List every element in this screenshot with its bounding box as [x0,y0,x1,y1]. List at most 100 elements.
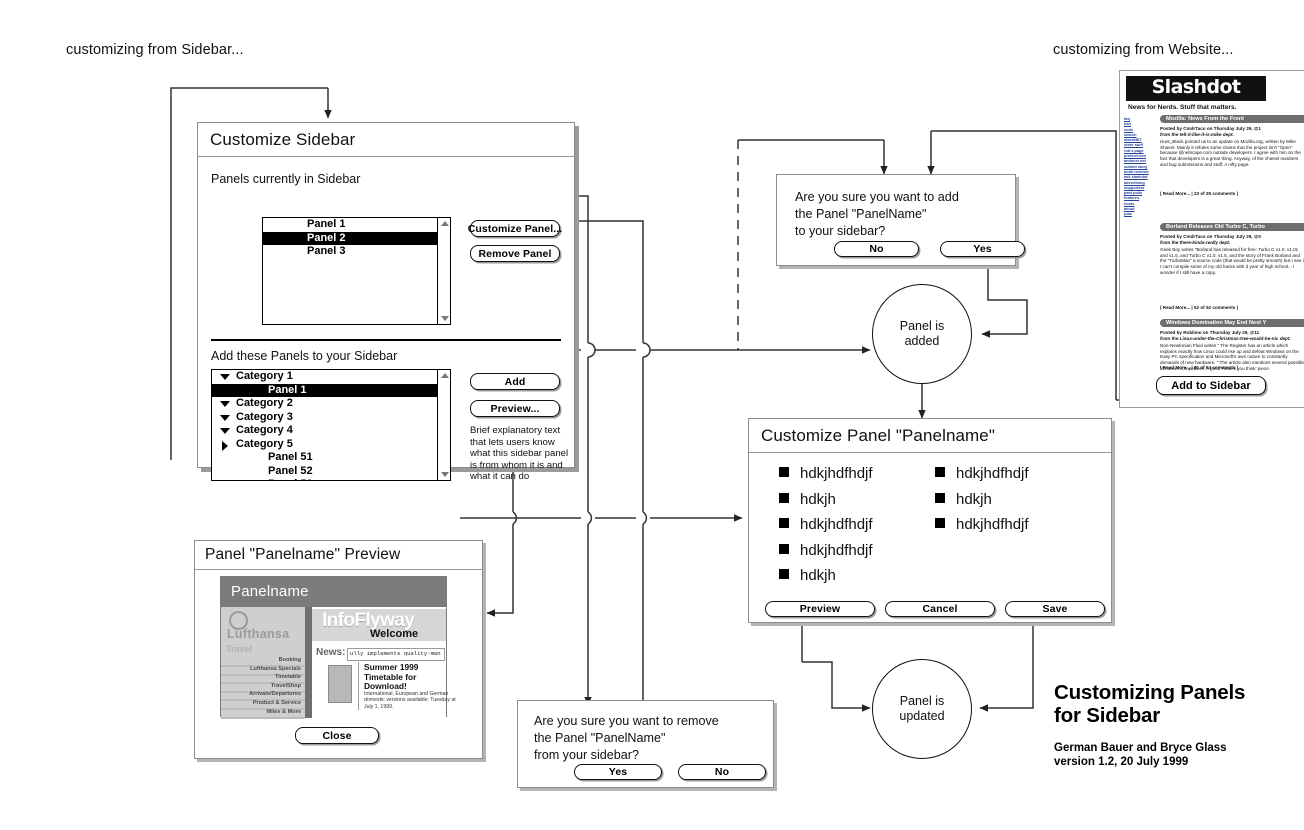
chevron-down-icon[interactable] [220,374,230,380]
slashdot-rail-link[interactable]: advertising [1124,179,1145,185]
customize-panel-option-right[interactable]: hdkjhdfhdjf [935,516,1029,533]
current-panel-row[interactable]: Panel 2 [263,231,437,245]
state-added-line1: Panel is [899,319,945,333]
category-row[interactable]: Category 5 [212,438,437,452]
lufthansa-nav-item[interactable]: Product & Service [252,700,301,706]
lufthansa-nav-item[interactable]: Lufthansa Specials [250,665,301,672]
customize-panel-option-right[interactable]: hdkjhdfhdjf [935,465,1029,482]
timetable-rule [358,662,359,710]
chevron-down-icon[interactable] [220,401,230,407]
current-panels-scrollbar[interactable] [437,218,450,324]
checkbox-checked-icon[interactable] [935,492,945,503]
lufthansa-nav-item[interactable]: Arrivals/Departures [249,691,301,698]
chevron-down-icon[interactable] [220,428,230,434]
checkbox-checked-icon[interactable] [779,492,789,503]
customize-panel-cancel-button[interactable]: Cancel [885,601,995,617]
category-row[interactable]: Category 3 [212,411,437,425]
timetable-headline: Summer 1999 Timetable for Download! [364,662,419,692]
slashdot-rail-link[interactable]: older stuff [1124,142,1144,148]
scroll-up-icon[interactable] [440,373,449,378]
available-panel-row[interactable]: Panel 53 [212,478,437,480]
preview-gutter [305,607,312,718]
slashdot-rail-link[interactable]: preferences [1124,153,1147,159]
slashdot-rail-link[interactable]: search [1124,131,1137,137]
customize-panel-option-left[interactable]: hdkjh [779,491,836,508]
confirm-add-yes-button[interactable]: Yes [940,241,1025,257]
confirm-remove-yes-button[interactable]: Yes [574,764,662,780]
checkbox-checked-icon[interactable] [935,467,945,477]
slashdot-read-more[interactable]: ( Read More... | 23 of 25 comments ) [1160,191,1239,196]
available-panel-row[interactable]: Panel 52 [268,464,313,477]
slashdot-story-headline[interactable]: Mozilla: News From the Front [1160,115,1304,123]
panel-preview-title: Panel "Panelname" Preview [195,541,482,570]
available-panels-scrollbar[interactable] [437,370,450,480]
checkbox-label: hdkjh [800,490,836,508]
slashdot-read-more[interactable]: ( Read More... | 52 of 52 comments ) [1160,305,1239,310]
customize-panel-preview-button[interactable]: Preview [765,601,875,617]
slashdot-rail-link[interactable]: ask slashdot [1124,174,1148,180]
scroll-up-icon[interactable] [440,221,449,226]
slashdot-rail-link[interactable]: rob's page [1124,147,1144,153]
preview-close-button[interactable]: Close [295,727,379,744]
slashdot-rail-link[interactable]: code [1124,126,1134,132]
add-to-sidebar-button[interactable]: Add to Sidebar [1156,376,1266,395]
slashdot-rail-link[interactable]: bsd [1124,121,1131,127]
slashdot-rail-link[interactable]: about [1124,206,1135,212]
add-button[interactable]: Add [470,373,560,390]
slashdot-rail-link[interactable]: past polls [1124,190,1143,196]
scroll-down-icon[interactable] [440,316,449,321]
customize-panel-button[interactable]: Customize Panel... [468,220,562,237]
slashdot-rail-link[interactable]: jobs [1124,211,1132,217]
confirm-remove-no-button[interactable]: No [678,764,766,780]
slashdot-rail-link[interactable]: features [1124,195,1140,201]
customize-panel-option-left[interactable]: hdkjhdfhdjf [779,542,873,559]
customize-panel-option-left[interactable]: hdkjhdfhdjf [779,465,873,482]
checkbox-checked-icon[interactable] [779,518,789,528]
customize-panel-option-left[interactable]: hdkjh [779,567,836,584]
checkbox-checked-icon[interactable] [779,569,789,579]
scroll-down-icon[interactable] [440,472,449,477]
lufthansa-nav-item[interactable]: Timetable [274,674,301,681]
slashdot-rail-link[interactable]: supporters [1124,184,1145,190]
slashdot-rail-link[interactable]: andover.net [1124,158,1146,164]
lufthansa-nav-item[interactable]: Booking [278,657,301,663]
checkbox-checked-icon[interactable] [779,543,789,554]
checkbox-checked-icon[interactable] [935,518,945,528]
lufthansa-nav-item[interactable]: Miles & More [266,708,301,715]
slashdot-rail-link[interactable]: faq [1124,116,1130,121]
current-panel-row[interactable]: Panel 1 [307,218,346,230]
slashdot-story-dept: from the tell-it-like-it-is-mike dept. [1160,132,1234,137]
slashdot-story-headline[interactable]: Windows Domination May End Next Y [1160,319,1304,327]
checkbox-label: hdkjhdfhdjf [956,465,1029,482]
chevron-down-icon[interactable] [220,414,230,421]
preview-button[interactable]: Preview... [470,400,560,417]
current-panel-row[interactable]: Panel 3 [307,245,346,257]
category-row[interactable]: Category 1 [212,370,437,384]
timetable-thumbnail [328,665,352,703]
available-panel-row[interactable]: Panel 1 [212,383,437,397]
slashdot-rail-link[interactable]: slashNET [1124,137,1142,143]
slashdot-rail-link[interactable]: hosts [1124,200,1135,206]
title-authors: German Bauer and Bryce Glass [1054,742,1227,754]
available-panel-row[interactable]: Panel 51 [268,451,313,463]
category-row[interactable]: Category 2 [212,397,437,411]
slashdot-read-more[interactable]: ( Read More... | 81 of 84 comments ) [1160,365,1239,370]
slashdot-rail-link[interactable]: book reviews [1124,168,1149,174]
slashdot-rail-link[interactable]: submit story [1124,163,1148,169]
category-row[interactable]: Category 4 [212,424,437,438]
customize-panel-save-button[interactable]: Save [1005,601,1105,617]
slashdot-story-headline[interactable]: Borland Releases Old Turbo C, Turbo [1160,223,1304,231]
checkbox-checked-icon[interactable] [779,467,789,477]
customize-panel-option-right[interactable]: hdkjh [935,491,992,508]
lufthansa-nav-item[interactable]: TravelShop [270,682,301,689]
customize-panel-option-left[interactable]: hdkjhdfhdjf [779,516,873,533]
confirm-add-no-button[interactable]: No [834,241,919,257]
slashdot-story-body: Geek Boy writes "Borland has released fo… [1160,247,1304,275]
remove-panel-button[interactable]: Remove Panel [470,245,560,262]
chevron-right-icon[interactable] [222,440,228,451]
